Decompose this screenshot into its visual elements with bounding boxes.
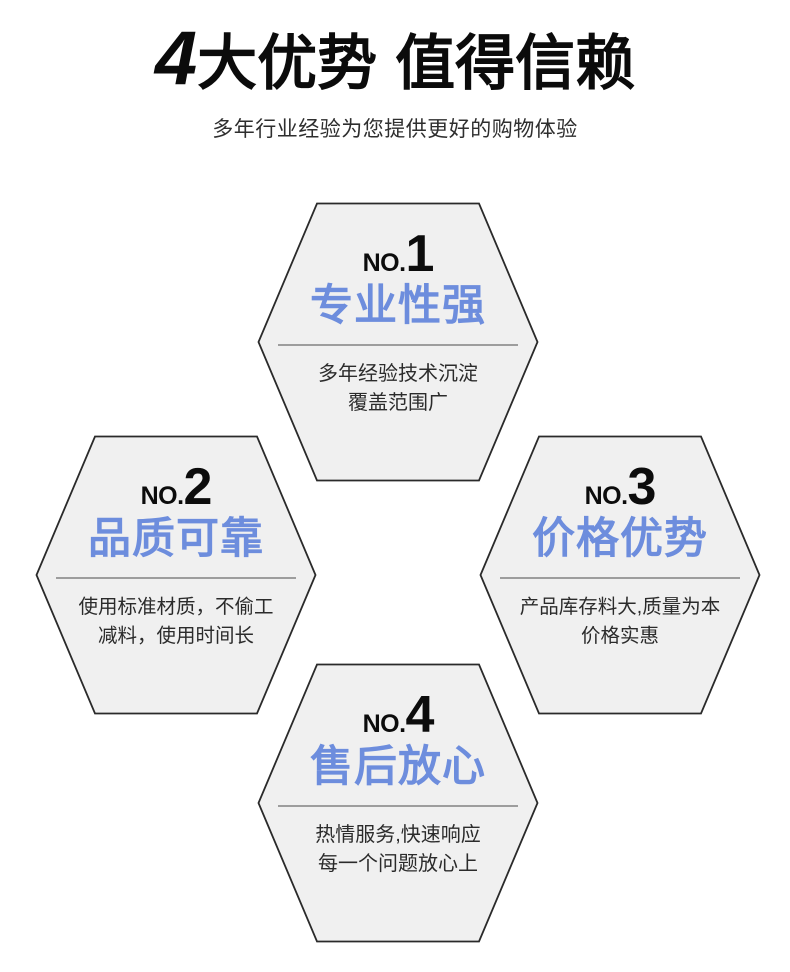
- advantage-desc-1-line1: 多年经验技术沉淀: [318, 363, 478, 385]
- advantage-rank-number-1: 1: [405, 225, 435, 283]
- advantage-rank-number-4: 4: [405, 686, 435, 744]
- advantage-card-3-body: NO.3 价格优势 产品库存料大,质量为本 价格实惠: [479, 435, 761, 715]
- advantage-desc-2-line1: 使用标准材质，不偷工: [78, 596, 274, 618]
- advantage-desc-3-line2: 价格实惠: [580, 625, 659, 647]
- advantage-desc-4-line2: 每一个问题放心上: [318, 853, 478, 875]
- advantage-rank-label-2: NO.: [140, 482, 184, 510]
- advantage-title-2: 品质可靠: [88, 515, 264, 563]
- advantage-rank-label-4: NO.: [362, 710, 406, 738]
- page-title-second: 值得信赖: [395, 30, 636, 97]
- advantage-card-3[interactable]: NO.3 价格优势 产品库存料大,质量为本 价格实惠: [479, 435, 761, 715]
- advantage-rank-1: NO.1: [362, 225, 435, 283]
- advantage-rank-4: NO.4: [362, 686, 435, 744]
- advantage-card-2[interactable]: NO.2 品质可靠 使用标准材质，不偷工 减料，使用时间长: [35, 435, 317, 715]
- advantage-desc-4-line1: 热情服务,快速响应: [315, 824, 481, 846]
- advantage-card-4-body: NO.4 售后放心 热情服务,快速响应 每一个问题放心上: [257, 663, 539, 943]
- advantage-title-4: 售后放心: [310, 743, 486, 791]
- hexagon-shape-icon: [35, 435, 317, 715]
- advantage-card-1[interactable]: NO.1 专业性强 多年经验技术沉淀 覆盖范围广: [257, 202, 539, 482]
- advantage-rank-label-1: NO.: [362, 249, 406, 277]
- advantage-card-4[interactable]: NO.4 售后放心 热情服务,快速响应 每一个问题放心上: [257, 663, 539, 943]
- advantage-card-1-body: NO.1 专业性强 多年经验技术沉淀 覆盖范围广: [257, 202, 539, 482]
- advantage-desc-2-line2: 减料，使用时间长: [97, 625, 254, 647]
- advantage-rank-2: NO.2: [140, 458, 213, 516]
- page-header: 4大优势值得信赖 多年行业经验为您提供更好的购物体验: [0, 0, 790, 143]
- hexagon-shape-icon: [257, 202, 539, 482]
- advantage-rank-3: NO.3: [584, 458, 657, 516]
- advantage-divider-1: [278, 344, 518, 346]
- advantage-card-2-body: NO.2 品质可靠 使用标准材质，不偷工 减料，使用时间长: [35, 435, 317, 715]
- advantage-rank-label-3: NO.: [584, 482, 628, 510]
- advantage-divider-2: [56, 577, 296, 579]
- advantage-desc-4: 热情服务,快速响应 每一个问题放心上: [273, 821, 523, 879]
- advantage-title-3: 价格优势: [532, 515, 708, 563]
- advantage-divider-3: [500, 577, 740, 579]
- advantage-desc-1: 多年经验技术沉淀 覆盖范围广: [273, 360, 523, 418]
- advantage-desc-1-line2: 覆盖范围广: [348, 392, 448, 414]
- hexagon-shape-icon: [479, 435, 761, 715]
- page-title-number: 4: [154, 16, 197, 101]
- page-title-main: 大优势: [197, 30, 378, 97]
- advantage-desc-3: 产品库存料大,质量为本 价格实惠: [486, 593, 754, 651]
- advantage-title-1: 专业性强: [310, 282, 486, 330]
- advantage-rank-number-2: 2: [183, 458, 213, 516]
- page-subtitle: 多年行业经验为您提供更好的购物体验: [212, 118, 578, 141]
- advantage-divider-4: [278, 805, 518, 807]
- advantage-desc-2: 使用标准材质，不偷工 减料，使用时间长: [42, 593, 310, 651]
- hexagon-shape-icon: [257, 663, 539, 943]
- advantage-desc-3-line1: 产品库存料大,质量为本: [519, 596, 721, 618]
- advantage-rank-number-3: 3: [627, 458, 657, 516]
- page-title: 4大优势值得信赖: [0, 0, 790, 101]
